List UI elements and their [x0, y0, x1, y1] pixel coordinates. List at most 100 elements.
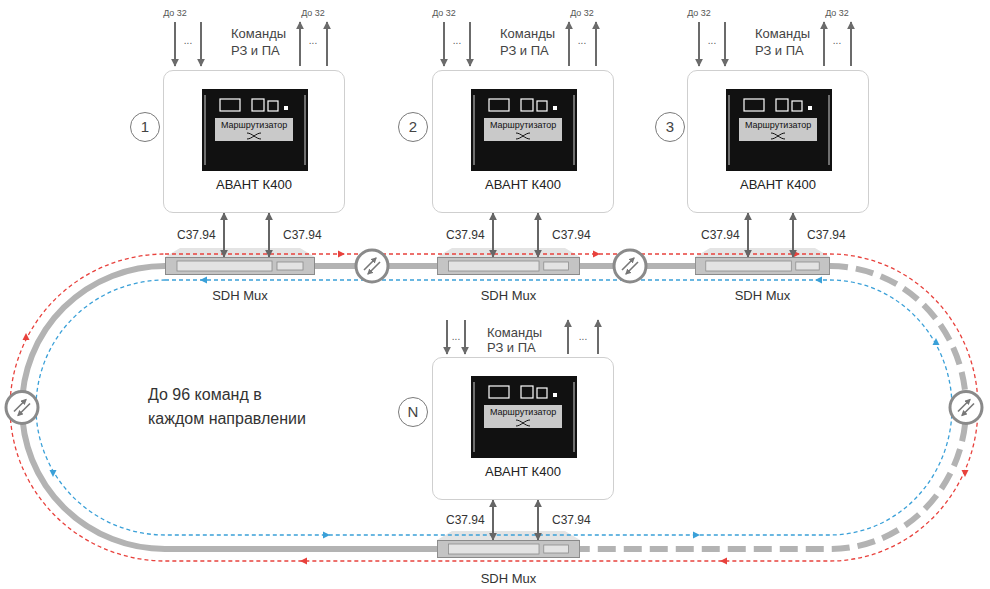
device-panel	[489, 99, 509, 111]
interface-label: C37.94	[446, 513, 485, 527]
device-panel	[268, 101, 278, 111]
callout-text: 1	[141, 119, 149, 135]
mux-label: SDH Mux	[735, 288, 791, 303]
rack-ear-line	[205, 95, 206, 165]
router-label: Маршрутизатор	[745, 120, 811, 131]
flow-arrowhead	[815, 277, 822, 284]
mux-panel	[544, 262, 569, 270]
callout-number: 1	[130, 112, 160, 142]
router-band: Маршрутизатор	[739, 118, 817, 141]
flow-arrowhead	[200, 277, 207, 284]
mux-body	[437, 257, 580, 275]
mux-shadow	[437, 248, 580, 257]
ellipsis: ...	[579, 330, 587, 343]
callout-number: 2	[398, 112, 428, 142]
sdh-multiplexer: SDH Mux	[165, 257, 315, 275]
command-out-arrow	[597, 320, 599, 354]
ellipsis: ...	[452, 330, 460, 343]
callout-text: N	[408, 404, 419, 420]
c3794-link	[747, 213, 749, 257]
device-illustration	[433, 71, 615, 214]
c3794-link	[492, 500, 494, 540]
device-box: АВАНТ К400 Маршрутизатор	[163, 70, 345, 213]
c3794-link	[537, 500, 539, 540]
mux-body	[437, 540, 580, 558]
callout-text: 2	[409, 119, 417, 135]
ellipsis: ...	[578, 34, 586, 47]
router-label: Маршрутизатор	[490, 120, 556, 131]
flow-arrowhead	[962, 470, 969, 477]
flow-arrowhead	[23, 333, 30, 340]
device-led	[553, 393, 557, 397]
c3794-link	[792, 213, 794, 257]
router-symbol	[515, 132, 531, 140]
mux-panel	[448, 544, 539, 554]
mux-frame	[437, 541, 579, 558]
mux-shadow	[695, 248, 830, 257]
router-band: Маршрутизатор	[215, 118, 293, 141]
device-panel	[792, 101, 802, 111]
command-in-arrow	[698, 22, 700, 66]
device-panel	[537, 388, 547, 398]
mux-panel	[277, 262, 303, 270]
router-symbol-line	[247, 133, 261, 139]
fiber-symbol	[614, 250, 646, 282]
mux-panel	[796, 262, 819, 270]
device-panel	[220, 99, 240, 111]
command-in-arrow	[443, 22, 445, 66]
mux-shadow	[165, 248, 315, 257]
command-in-arrow	[464, 320, 466, 354]
router-band: Маршрутизатор	[484, 118, 562, 141]
rack-ear-line	[474, 382, 475, 452]
device-illustration	[688, 71, 870, 214]
device-panel	[776, 99, 788, 111]
callout-text: 3	[666, 119, 674, 135]
router-symbol-line	[771, 133, 785, 139]
sdh-multiplexer: SDH Mux	[695, 257, 830, 275]
fiber-arrow	[962, 404, 974, 416]
flow-arrowhead	[300, 558, 307, 565]
command-out-arrow	[823, 22, 825, 66]
flow-arrowhead	[593, 251, 600, 258]
commands-label: Команды РЗ и ПА	[487, 325, 551, 355]
commands-label: Команды РЗ и ПА	[500, 25, 564, 59]
device-panel	[744, 99, 764, 111]
flow-arrowhead	[720, 558, 727, 565]
device-panel	[521, 386, 533, 398]
device-body	[208, 89, 302, 171]
device-box: АВАНТ К400 Маршрутизатор	[432, 70, 614, 213]
router-symbol-line	[516, 420, 530, 426]
fiber-ring	[356, 250, 388, 282]
command-out-arrow	[595, 22, 597, 66]
count-label: До 32	[570, 7, 594, 19]
flow-loop-red	[10, 254, 978, 561]
count-label: До 32	[687, 7, 711, 19]
device-name: АВАНТ К400	[164, 177, 344, 193]
interface-label: C37.94	[283, 228, 322, 242]
c3794-link	[268, 213, 270, 257]
device-led	[808, 106, 812, 110]
command-in-arrow	[469, 22, 471, 66]
ellipsis: ...	[184, 34, 192, 47]
count-label: До 32	[301, 7, 325, 19]
device-name: АВАНТ К400	[433, 177, 613, 193]
flow-loop-blue	[36, 280, 952, 535]
commands-label: Команды РЗ и ПА	[231, 25, 295, 59]
device-body	[477, 376, 571, 458]
fiber-arrow	[18, 404, 30, 416]
router-label: Маршрутизатор	[490, 407, 556, 418]
device-body	[732, 89, 826, 171]
interface-label: C37.94	[552, 513, 591, 527]
ring-link	[22, 266, 437, 549]
command-out-arrow	[567, 320, 569, 354]
device-body	[477, 89, 571, 171]
capacity-note: До 96 команд в каждом направлении	[148, 383, 378, 431]
fiber-symbol	[356, 250, 388, 282]
device-name: АВАНТ К400	[433, 464, 613, 480]
mux-label: SDH Mux	[481, 571, 537, 586]
router-symbol-line	[247, 133, 261, 139]
rack-ear-line	[574, 382, 575, 452]
router-symbol-line	[771, 133, 785, 139]
device-illustration	[164, 71, 346, 214]
fiber-ring	[950, 392, 982, 424]
